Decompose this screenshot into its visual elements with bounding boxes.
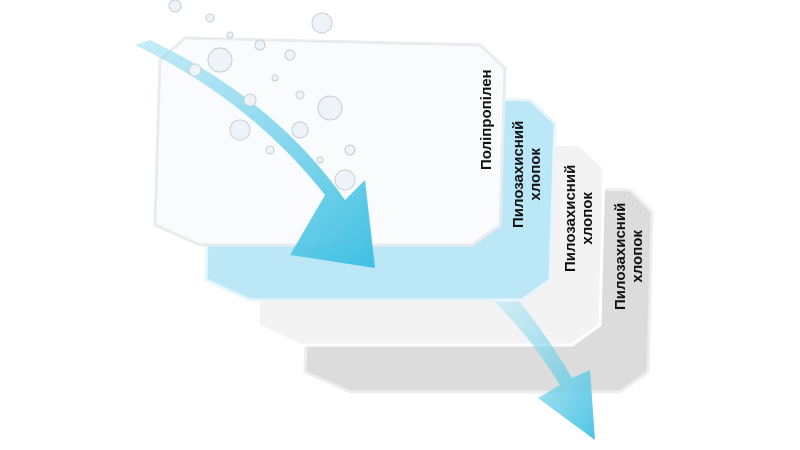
entry-arrow xyxy=(135,40,375,268)
layer-1-label: Поліпропілен xyxy=(478,69,495,170)
water-bubbles xyxy=(168,0,356,191)
layer-1-white xyxy=(153,36,507,247)
exit-arrow xyxy=(470,268,595,440)
